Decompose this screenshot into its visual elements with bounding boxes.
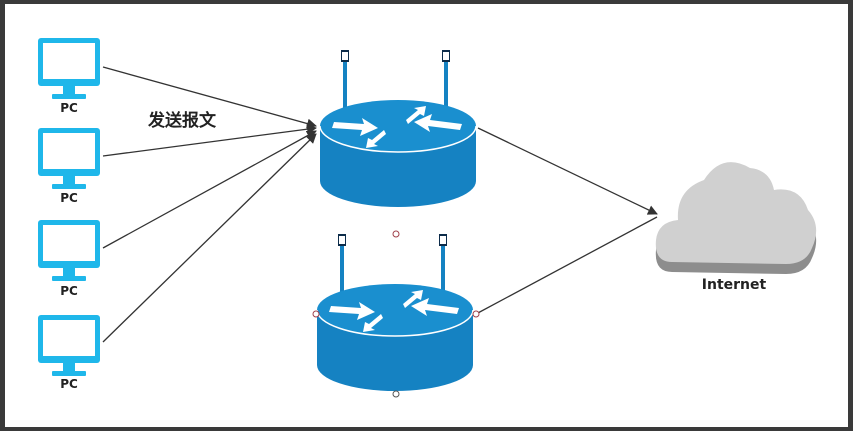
- selection-handles: [312, 230, 480, 398]
- internet-label: Internet: [701, 277, 767, 293]
- internet-cloud-icon: [655, 162, 817, 274]
- pc-4-monitor-icon: [38, 315, 100, 376]
- pc-4-label: PC: [60, 377, 78, 391]
- router-2-icon: [316, 233, 474, 392]
- pc-1-monitor-icon: [38, 38, 100, 99]
- pc-2-monitor-icon: [38, 128, 100, 189]
- pc-3-monitor-icon: [38, 220, 100, 281]
- pc-3-label: PC: [60, 284, 78, 298]
- message-label: 发送报文: [148, 111, 216, 131]
- link-lines: [102, 66, 658, 343]
- pc-2-label: PC: [60, 191, 78, 205]
- router-1-icon: [319, 49, 477, 208]
- pc-1-label: PC: [60, 101, 78, 115]
